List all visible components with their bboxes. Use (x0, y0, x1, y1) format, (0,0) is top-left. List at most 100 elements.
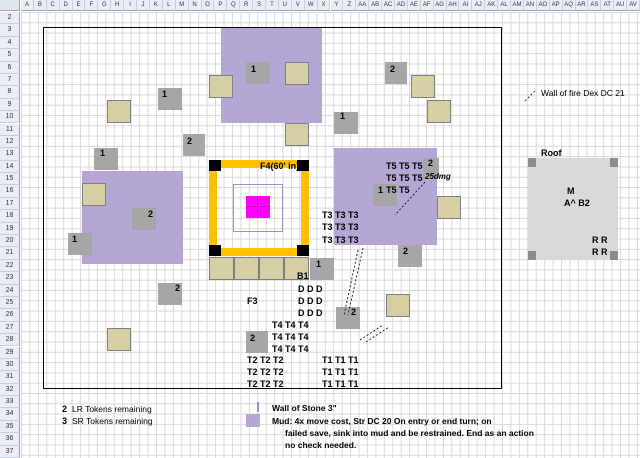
row-header[interactable]: 34 (0, 408, 20, 421)
column-header[interactable]: AH (446, 0, 460, 11)
column-header[interactable]: AK (485, 0, 499, 11)
row-header[interactable]: 14 (0, 160, 20, 174)
column-header[interactable]: C (46, 0, 60, 11)
column-header[interactable]: AU (614, 0, 628, 11)
column-header[interactable]: AD (394, 0, 408, 11)
t1-row: T1 T1 T1 (322, 379, 359, 389)
row-header[interactable]: 32 (0, 383, 20, 397)
column-header[interactable]: AE (407, 0, 421, 11)
fire-ring (209, 160, 309, 256)
row-header[interactable]: 33 (0, 396, 20, 409)
column-header[interactable]: Y (330, 0, 344, 11)
row-header[interactable]: 11 (0, 123, 20, 136)
column-header[interactable]: AL (498, 0, 512, 11)
column-header[interactable]: AN (523, 0, 537, 11)
column-header[interactable]: AB (369, 0, 383, 11)
row-header[interactable]: 21 (0, 247, 20, 260)
row-header[interactable]: 4 (0, 36, 20, 50)
column-header[interactable]: AJ (472, 0, 486, 11)
row-header[interactable]: 35 (0, 420, 20, 434)
column-header[interactable]: X (317, 0, 331, 11)
column-header[interactable]: G (98, 0, 112, 11)
column-header[interactable]: D (59, 0, 73, 11)
column-header[interactable]: N (188, 0, 202, 11)
column-header[interactable]: AQ (562, 0, 576, 11)
row-header[interactable]: 18 (0, 210, 20, 223)
column-header[interactable]: AP (549, 0, 563, 11)
stone-tile (209, 257, 234, 280)
t2-row: T2 T2 T2 (247, 379, 284, 389)
column-header[interactable]: S (253, 0, 267, 11)
row-header[interactable]: 24 (0, 284, 20, 297)
row-header[interactable]: 10 (0, 111, 20, 124)
column-header[interactable]: AT (601, 0, 615, 11)
row-header[interactable]: 28 (0, 334, 20, 347)
row-header[interactable]: 23 (0, 272, 20, 285)
lr-text: LR Tokens remaining (72, 404, 152, 414)
column-header[interactable]: AS (588, 0, 602, 11)
row-header[interactable]: 12 (0, 135, 20, 149)
column-header[interactable]: F (85, 0, 99, 11)
select-all-corner[interactable] (0, 0, 20, 11)
row-header[interactable]: 3 (0, 24, 20, 37)
column-header[interactable]: AC (382, 0, 395, 11)
row-header[interactable]: 30 (0, 358, 20, 372)
lr-count: 2 (62, 404, 68, 414)
column-header[interactable]: B (33, 0, 47, 11)
fire-wall-segment (359, 324, 384, 341)
row-header[interactable]: 19 (0, 222, 20, 235)
row-header[interactable]: 31 (0, 371, 20, 384)
column-header[interactable]: AI (459, 0, 473, 11)
fire-corner (209, 160, 221, 171)
row-header[interactable]: 26 (0, 309, 20, 322)
row-header[interactable]: 13 (0, 148, 20, 161)
column-header[interactable]: U (278, 0, 292, 11)
token-number: 2 (390, 64, 396, 74)
column-header[interactable]: L (162, 0, 176, 11)
column-header[interactable]: AM (511, 0, 524, 11)
column-header[interactable]: AV (627, 0, 640, 11)
column-header[interactable]: E (72, 0, 86, 11)
grey-token (158, 88, 182, 110)
stone-tile (285, 123, 309, 146)
column-header[interactable]: M (175, 0, 189, 11)
fire-corner (209, 245, 221, 256)
column-header[interactable]: AR (575, 0, 589, 11)
column-header[interactable]: A (21, 0, 34, 11)
row-header[interactable]: 9 (0, 98, 20, 112)
column-header[interactable]: I (124, 0, 138, 11)
row-header[interactable]: 36 (0, 433, 20, 446)
row-header[interactable]: 17 (0, 197, 20, 211)
d-row: D D D (298, 284, 323, 294)
row-header[interactable]: 22 (0, 259, 20, 273)
column-header[interactable]: T (266, 0, 279, 11)
row-header[interactable]: 8 (0, 86, 20, 99)
column-header[interactable]: AF (420, 0, 434, 11)
row-header[interactable]: 5 (0, 49, 20, 62)
column-header[interactable]: J (137, 0, 150, 11)
column-header[interactable]: Z (343, 0, 357, 11)
row-header[interactable]: 7 (0, 73, 20, 87)
column-header[interactable]: K (149, 0, 163, 11)
column-header[interactable]: AO (536, 0, 550, 11)
row-header[interactable]: 27 (0, 321, 20, 335)
column-header[interactable]: AA (356, 0, 370, 11)
column-header[interactable]: R (240, 0, 254, 11)
roof-r-row: R R (592, 235, 608, 245)
column-header[interactable]: W (304, 0, 318, 11)
row-header[interactable]: 25 (0, 296, 20, 310)
column-header[interactable]: O (201, 0, 215, 11)
column-header[interactable]: AG (433, 0, 447, 11)
row-header[interactable]: 20 (0, 235, 20, 248)
column-header[interactable]: V (291, 0, 305, 11)
row-header[interactable]: 16 (0, 185, 20, 198)
row-header[interactable]: 6 (0, 61, 20, 74)
row-header[interactable]: 29 (0, 346, 20, 359)
column-header[interactable]: Q (227, 0, 241, 11)
row-header[interactable]: 15 (0, 173, 20, 186)
row-header[interactable]: 2 (0, 12, 20, 25)
column-header[interactable]: P (214, 0, 228, 11)
row-header[interactable]: 37 (0, 445, 20, 458)
column-header[interactable]: H (111, 0, 125, 11)
